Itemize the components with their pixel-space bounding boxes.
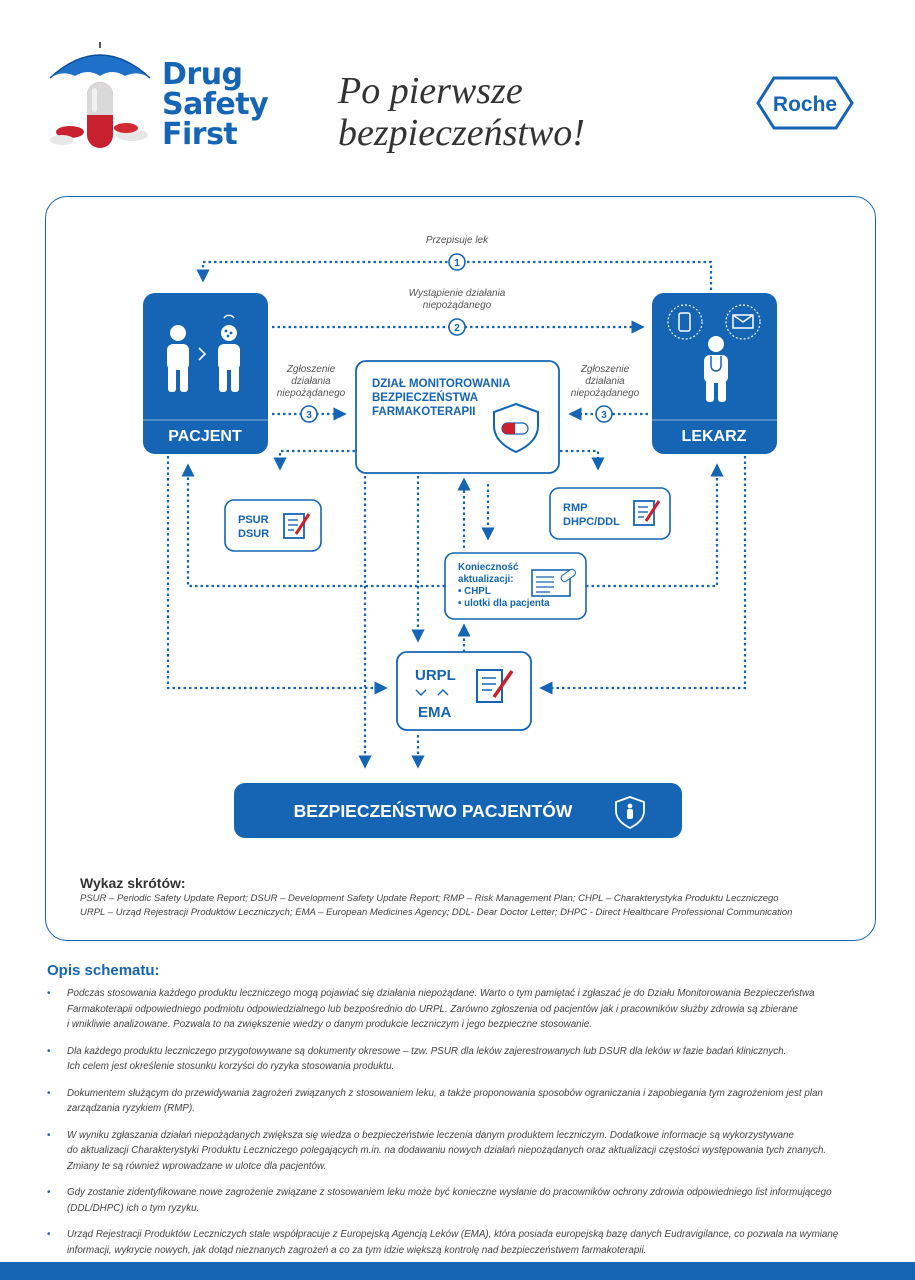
step-2-number: 2 <box>454 323 460 334</box>
pacjent-label: PACJENT <box>168 428 242 445</box>
description-title: Opis schematu: <box>47 962 160 979</box>
label-report-right-2: działania <box>585 376 625 387</box>
psur-dsur-box: PSUR DSUR <box>224 499 322 552</box>
diagram-frame <box>45 196 876 941</box>
psur-label: PSUR <box>238 514 269 526</box>
koniecznosc-line-4: • ulotki dla pacjenta <box>458 598 550 609</box>
description-list: Podczas stosowania każdego produktu lecz… <box>47 986 877 1269</box>
footer-bar <box>0 1262 915 1280</box>
leaflet-capsule-icon <box>531 568 576 597</box>
koniecznosc-line-3: • CHPL <box>458 586 491 597</box>
lekarz-box: LEKARZ <box>652 293 777 454</box>
patient-safety-label: BEZPIECZEŃSTWO PACJENTÓW <box>294 800 573 821</box>
dsur-label: DSUR <box>238 528 269 540</box>
arrow-lekarz-to-urpl <box>539 456 747 695</box>
safety-flow-diagram: 1 2 3 3 Przepisuje lek Wystąpienie dział… <box>143 235 777 838</box>
dhpc-label: DHPC/DDL <box>563 516 620 528</box>
drug-safety-first-logo: Drug Safety First <box>40 40 280 170</box>
list-item: Dla każdego produktu leczniczego przygot… <box>47 1044 877 1075</box>
label-adverse-line-2: niepożądanego <box>423 300 492 311</box>
phone-icon-circle <box>667 304 703 340</box>
urpl-ema-box: URPL EMA <box>396 651 532 731</box>
abbreviations-title: Wykaz skrótów: <box>80 875 186 891</box>
dzial-monitorowania-box: DZIAŁ MONITOROWANIA BEZPIECZEŃSTWA FARMA… <box>355 360 560 474</box>
label-prescribes: Przepisuje lek <box>426 235 489 246</box>
label-report-left-3: niepożądanego <box>277 388 346 399</box>
mail-icon-circle <box>725 304 761 340</box>
dzial-line-2: BEZPIECZEŃSTWA <box>372 391 478 404</box>
abbreviations-line-2: URPL – Urząd Rejestracji Produktów Leczn… <box>80 907 793 918</box>
document-pen-icon <box>283 513 311 539</box>
list-item: W wyniku zgłaszania działań niepożądanyc… <box>47 1128 877 1175</box>
list-item: Podczas stosowania każdego produktu lecz… <box>47 986 877 1033</box>
step-2-circle <box>448 318 466 336</box>
slogan-line-1: Po pierwsze <box>338 70 523 112</box>
dzial-line-3: FARMAKOTERAPII <box>372 406 476 418</box>
arrow-to-pacjent <box>181 463 445 588</box>
arrow-to-lekarz <box>586 463 724 588</box>
logo-wordmark: Drug Safety First <box>162 57 269 152</box>
pacjent-box: PACJENT <box>143 293 268 454</box>
list-item: Dokumentem służącym do przewidywania zag… <box>47 1086 877 1117</box>
document-pen-icon <box>476 669 514 703</box>
step-3-left-circle <box>300 405 318 423</box>
step-3-right-circle <box>595 405 613 423</box>
logo-line-drug: Drug <box>162 57 243 92</box>
umbrella-capsule-icon <box>49 42 151 148</box>
step-3-right-number: 3 <box>601 410 607 421</box>
label-report-right-3: niepożądanego <box>571 388 640 399</box>
slogan: Po pierwsze bezpieczeństwo! <box>338 70 585 154</box>
shield-person-icon <box>615 796 645 830</box>
arrow-pacjent-to-urpl <box>166 456 388 695</box>
koniecznosc-line-1: Konieczność <box>458 562 519 573</box>
roche-wordmark: Roche <box>773 93 837 116</box>
koniecznosc-aktualizacji-box: Konieczność aktualizacji: • CHPL • ulotk… <box>444 552 587 620</box>
rmp-dhpc-box: RMP DHPC/DDL <box>549 487 671 540</box>
rmp-label: RMP <box>563 502 587 514</box>
step-3-left-number: 3 <box>306 410 312 421</box>
roche-logo: Roche <box>756 76 854 130</box>
logo-line-first: First <box>162 117 238 152</box>
abbreviations-line-1: PSUR – Periodic Safety Update Report; DS… <box>80 893 779 904</box>
step-1-circle <box>448 253 466 271</box>
step-1-number: 1 <box>454 258 460 269</box>
label-report-right-1: Zgłoszenie <box>580 364 630 375</box>
patient-figures-icon <box>167 314 240 392</box>
label-adverse-line-1: Wystąpienie działania <box>409 288 506 299</box>
phone-icon <box>678 312 691 332</box>
shield-capsule-icon <box>493 402 539 454</box>
label-report-left-1: Zgłoszenie <box>286 364 336 375</box>
dzial-line-1: DZIAŁ MONITOROWANIA <box>372 378 510 390</box>
slogan-line-2: bezpieczeństwo! <box>338 112 585 154</box>
document-pen-icon <box>633 500 661 526</box>
mail-icon <box>732 314 754 329</box>
ema-label: EMA <box>418 704 452 721</box>
patient-safety-box: BEZPIECZEŃSTWO PACJENTÓW <box>234 783 682 838</box>
label-report-left-2: działania <box>291 376 331 387</box>
arrow-to-rmp <box>560 449 605 471</box>
list-item: Gdy zostanie zidentyfikowane nowe zagroż… <box>47 1185 877 1216</box>
urpl-label: URPL <box>415 667 456 684</box>
lekarz-label: LEKARZ <box>682 428 747 445</box>
doctor-icon <box>704 336 728 402</box>
logo-line-safety: Safety <box>162 87 269 122</box>
exchange-chevrons-icon <box>415 689 449 696</box>
list-item: Urząd Rejestracji Produktów Leczniczych … <box>47 1227 877 1258</box>
koniecznosc-line-2: aktualizacji: <box>458 574 514 585</box>
